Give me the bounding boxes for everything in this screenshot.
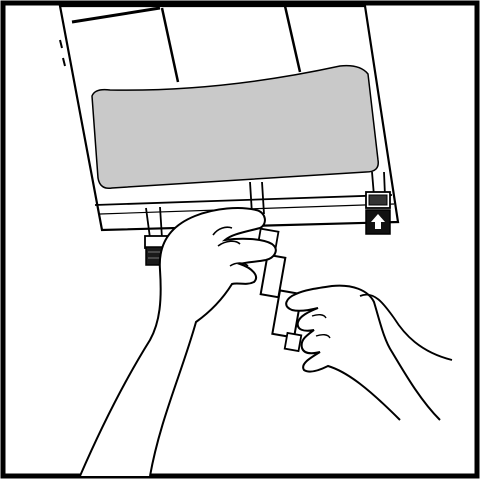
iv-bag-icon <box>60 6 398 230</box>
